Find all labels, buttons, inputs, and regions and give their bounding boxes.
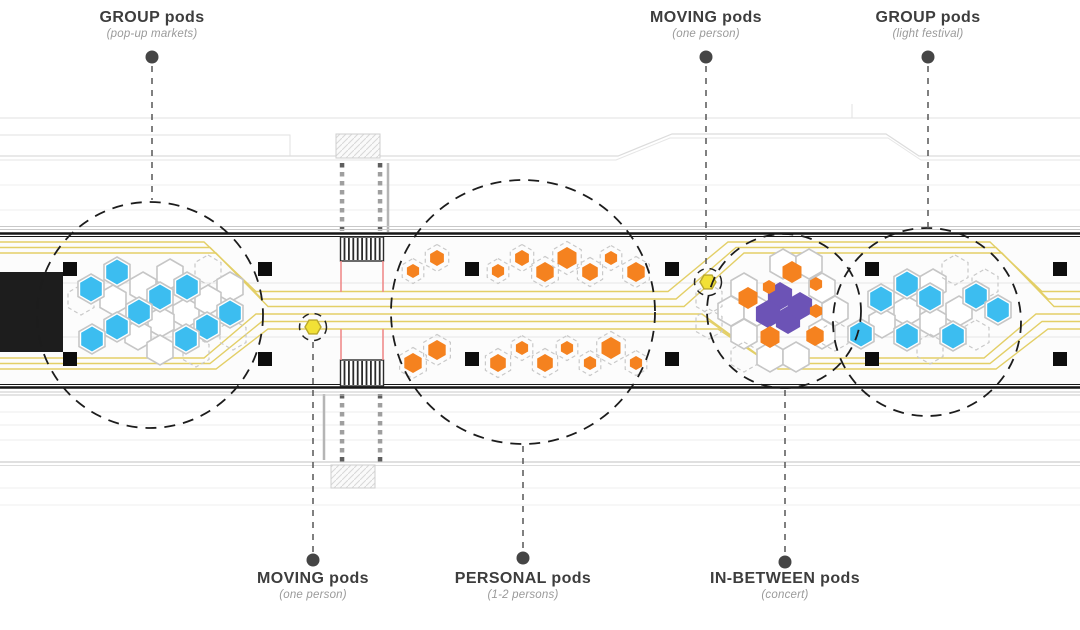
pod-hex-orange — [760, 326, 780, 348]
group-pod-hex — [919, 285, 941, 311]
pod-hex-orange — [583, 356, 597, 370]
pod-hex-orange — [582, 263, 598, 281]
bollard-square — [258, 262, 272, 276]
leader-dot — [145, 50, 159, 64]
pod-hex-orange — [806, 326, 824, 346]
pod-hex-orange — [428, 340, 446, 360]
building-block — [0, 272, 63, 352]
bollard-square — [465, 352, 479, 366]
pod-hex-orange — [515, 341, 529, 355]
pod-hex-orange — [404, 353, 422, 373]
pod-hex-orange — [490, 354, 506, 372]
pod-hex-orange — [809, 304, 823, 318]
bollard-square — [665, 262, 679, 276]
pod-hex-orange — [629, 356, 643, 370]
leader-dot — [699, 50, 713, 64]
callout-title: IN-BETWEEN pods — [710, 570, 860, 587]
pod-hex-orange — [782, 261, 802, 283]
group-pods-cluster-left — [67, 254, 247, 368]
callout-moving-pods-top: MOVING pods (one person) — [650, 9, 762, 40]
callout-title: MOVING pods — [650, 9, 762, 26]
callout-personal-pods: PERSONAL pods (1-2 persons) — [455, 570, 591, 601]
callout-group-pods-festival: GROUP pods (light festival) — [875, 9, 980, 40]
pod-hex-orange — [430, 250, 444, 266]
zone-circle — [706, 233, 862, 389]
bollard-square — [465, 262, 479, 276]
callout-title: GROUP pods — [99, 9, 205, 26]
zone-circle — [36, 201, 264, 429]
bollard-squares — [63, 262, 1067, 366]
personal-pods-cluster — [399, 240, 651, 380]
group-pod-hex — [870, 286, 892, 312]
bollard-square — [258, 352, 272, 366]
pod-hex-orange — [601, 337, 621, 359]
moving-pods — [298, 267, 723, 342]
zone-circle — [390, 179, 656, 445]
pedestrian-crossing-approach — [322, 163, 390, 462]
pod-hex-orange — [762, 280, 776, 294]
pod-hex-orange — [560, 341, 574, 355]
callout-subtitle: (concert) — [761, 589, 809, 601]
zebra-crossings — [339, 236, 385, 387]
group-pod-hex — [896, 323, 918, 349]
group-pod-hex — [81, 326, 103, 352]
in-between-pod-shape — [787, 292, 813, 320]
callout-subtitle: (one person) — [279, 589, 347, 601]
group-pod-hex — [175, 326, 197, 352]
callout-title: GROUP pods — [875, 9, 981, 26]
zone-circle — [832, 227, 1022, 417]
in-between-pods-cluster — [695, 248, 849, 373]
group-pod-hex — [128, 299, 150, 325]
leader-dot — [306, 553, 320, 567]
leader-dot — [516, 551, 530, 565]
pod-hex-orange — [537, 354, 553, 372]
pod-hex-orange — [604, 251, 618, 265]
moving-pod-hex — [304, 319, 322, 335]
leader-dot — [778, 555, 792, 569]
group-pod-hex — [942, 323, 964, 349]
pod-hex-orange — [809, 277, 823, 291]
bollard-square — [63, 352, 77, 366]
group-pod-hex — [987, 297, 1009, 323]
callout-subtitle: (1-2 persons) — [487, 589, 559, 601]
pod-hex-orange — [406, 264, 420, 278]
callout-title: PERSONAL pods — [454, 570, 592, 587]
callout-subtitle: (one person) — [672, 28, 740, 40]
callout-title: MOVING pods — [257, 570, 369, 587]
group-pod-hex — [176, 274, 198, 300]
group-pod-hex — [965, 283, 987, 309]
highlight-circles — [36, 179, 1022, 445]
group-pod-hex — [896, 271, 918, 297]
group-pod-hex — [219, 300, 241, 326]
building-footprint — [0, 272, 63, 352]
callout-leaders — [145, 50, 935, 569]
pod-hex-orange — [738, 287, 758, 309]
context-buildings-top — [0, 104, 1080, 211]
context-buildings-bottom — [0, 411, 1080, 506]
pod-hex-orange — [557, 247, 577, 269]
bollard-square — [63, 262, 77, 276]
pod-hex-orange — [536, 262, 554, 282]
in-between-pod-shape — [755, 300, 781, 328]
bollard-square — [665, 352, 679, 366]
group-pod-hex — [106, 259, 128, 285]
bollard-square — [1053, 352, 1067, 366]
callout-subtitle: (light festival) — [892, 28, 964, 40]
callout-in-between-pods: IN-BETWEEN pods (concert) — [710, 570, 860, 601]
pod-hex-orange — [627, 262, 645, 282]
pod-hex-orange — [515, 250, 529, 266]
group-pod-hex — [106, 314, 128, 340]
bollard-square — [865, 352, 879, 366]
group-pod-hex — [196, 314, 218, 340]
bollard-square — [865, 262, 879, 276]
callout-subtitle: (pop-up markets) — [106, 28, 198, 40]
callout-moving-pods-bottom: MOVING pods (one person) — [257, 570, 369, 601]
bollard-square — [1053, 262, 1067, 276]
pod-hex-orange — [491, 264, 505, 278]
leader-dot — [921, 50, 935, 64]
group-pod-hex — [80, 276, 102, 302]
callout-group-pods-markets: GROUP pods (pop-up markets) — [99, 9, 204, 40]
group-pod-hex — [149, 284, 171, 310]
